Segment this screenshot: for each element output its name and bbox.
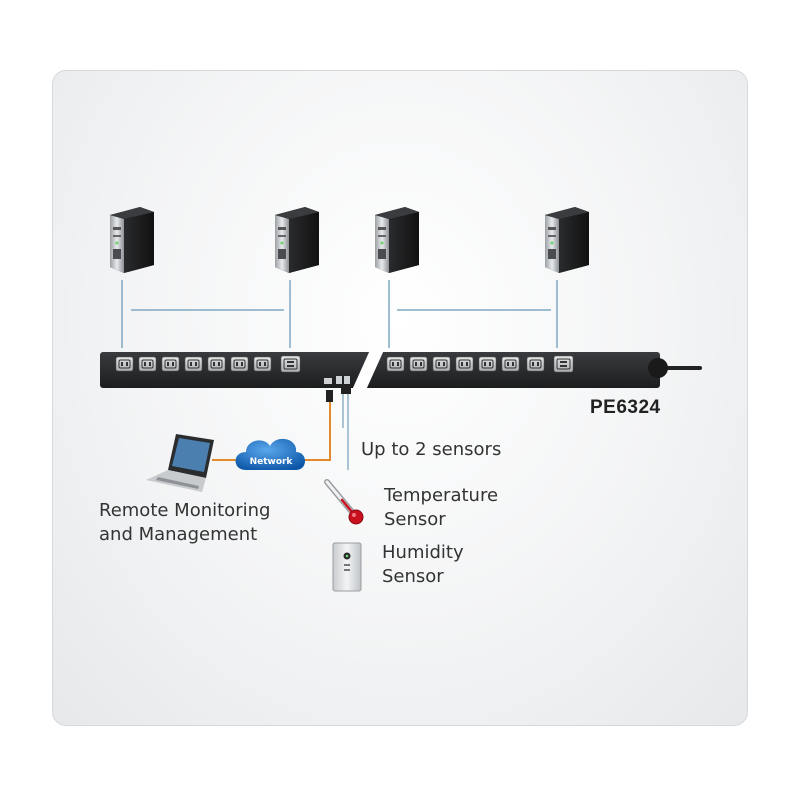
sensors-note: Up to 2 sensors xyxy=(361,439,502,460)
server-tower-icon xyxy=(110,207,154,273)
server-tower-icon xyxy=(545,207,589,273)
humidity-sensor-label: Humidity Sensor xyxy=(382,541,464,589)
laptop-icon xyxy=(146,434,214,492)
humidity-sensor-icon xyxy=(332,542,362,592)
humidity-label-line-1: Humidity xyxy=(382,542,464,563)
power-link-lines xyxy=(121,280,558,348)
network-cloud-icon xyxy=(235,438,305,470)
humidity-label-line-2: Sensor xyxy=(382,566,444,587)
remote-label-line-1: Remote Monitoring xyxy=(99,500,271,521)
remote-label-line-2: and Management xyxy=(99,524,258,545)
diagram-panel xyxy=(52,70,748,726)
power-plug-icon xyxy=(648,358,702,378)
remote-monitoring-label: Remote Monitoring and Management xyxy=(99,499,270,547)
network-label: Network xyxy=(250,457,294,467)
temperature-label-line-1: Temperature xyxy=(384,485,499,506)
network-cable xyxy=(212,390,333,461)
server-tower-icon xyxy=(375,207,419,273)
model-label: PE6324 xyxy=(590,397,661,418)
temperature-sensor-label: Temperature Sensor xyxy=(384,484,498,532)
server-tower-icon xyxy=(275,207,319,273)
sensor-cables xyxy=(341,384,351,470)
thermometer-icon xyxy=(324,479,364,525)
pdu-bar xyxy=(100,350,660,390)
temperature-label-line-2: Sensor xyxy=(384,509,446,530)
